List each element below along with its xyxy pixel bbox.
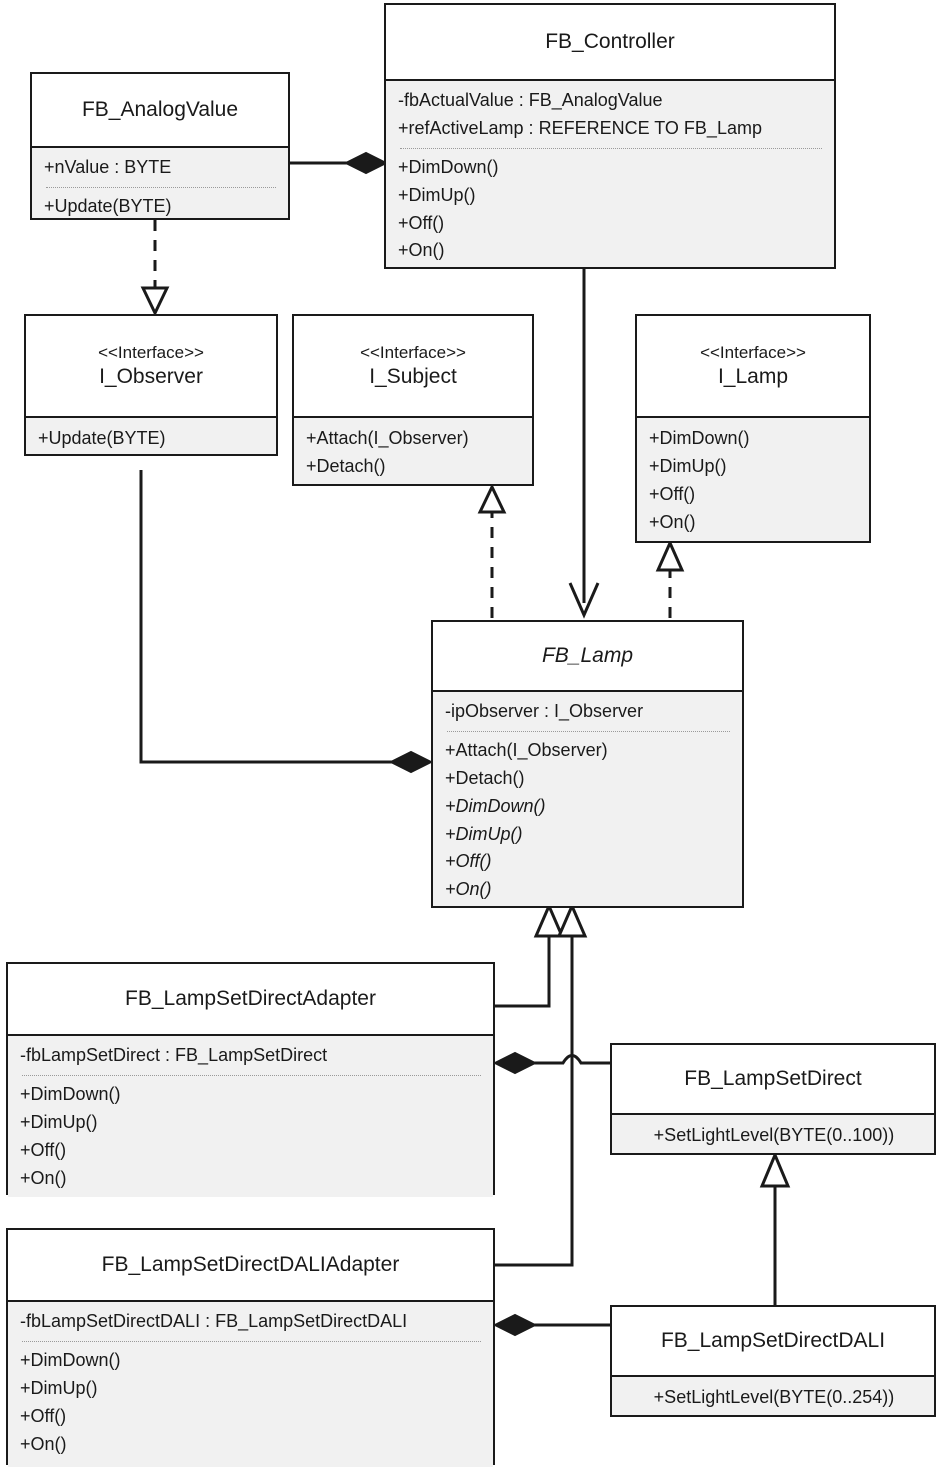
class-header-fb-lampsetdirect: FB_LampSetDirect — [612, 1045, 934, 1113]
member-divider — [400, 147, 822, 149]
edge-controller-lamp-association — [568, 269, 600, 619]
operation-row: +DimDown() — [20, 1083, 121, 1104]
edge-setdirectdali-daliadapter-composition — [492, 1313, 611, 1337]
stereotype-label: <<Interface>> — [98, 342, 204, 362]
operation-row: +Attach(I_Observer) — [445, 739, 608, 760]
class-members-fb-lampsetdirectadapter: -fbLampSetDirect : FB_LampSetDirect +Dim… — [8, 1034, 493, 1197]
edge-setdirectadapter-lamp-generalization — [495, 902, 565, 1008]
class-box-i-observer[interactable]: <<Interface>> I_Observer +Update(BYTE) — [24, 314, 278, 456]
class-members-fb-lamp: -ipObserver : I_Observer +Attach(I_Obser… — [433, 690, 742, 906]
attribute-row: -fbLampSetDirect : FB_LampSetDirect — [20, 1045, 328, 1065]
edge-lamp-ilamp-realization — [655, 539, 685, 618]
class-members-i-lamp: +DimDown() +DimUp() +Off() +On() — [637, 416, 869, 541]
attribute-row: -fbActualValue : FB_AnalogValue — [398, 90, 663, 110]
stereotype-label: <<Interface>> — [700, 342, 806, 362]
class-box-fb-lampsetdirectdaliadapter[interactable]: FB_LampSetDirectDALIAdapter -fbLampSetDi… — [6, 1228, 495, 1467]
class-members-fb-lampsetdirectdali: +SetLightLevel(BYTE(0..254)) — [612, 1375, 934, 1415]
operation-row: +Off() — [398, 212, 445, 233]
member-divider — [447, 730, 730, 732]
class-header-fb-lampsetdirectdaliadapter: FB_LampSetDirectDALIAdapter — [8, 1230, 493, 1300]
attribute-row: +refActiveLamp : REFERENCE TO FB_Lamp — [398, 117, 762, 138]
member-divider — [22, 1074, 481, 1076]
operation-row: +On() — [20, 1433, 67, 1454]
operation-row: +SetLightLevel(BYTE(0..254)) — [653, 1387, 895, 1407]
class-header-i-subject: <<Interface>> I_Subject — [294, 316, 532, 416]
edge-setdirect-adapter-composition — [492, 1051, 611, 1075]
operation-row: +Off() — [445, 851, 492, 872]
class-members-i-subject: +Attach(I_Observer) +Detach() — [294, 416, 532, 484]
class-box-fb-lampsetdirectdali[interactable]: FB_LampSetDirectDALI +SetLightLevel(BYTE… — [610, 1305, 936, 1417]
class-header-fb-lampsetdirectadapter: FB_LampSetDirectAdapter — [8, 964, 493, 1034]
class-header-i-observer: <<Interface>> I_Observer — [26, 316, 276, 416]
operation-row: +DimDown() — [398, 156, 499, 177]
class-members-fb-controller: -fbActualValue : FB_AnalogValue +refActi… — [386, 79, 834, 267]
class-members-fb-lampsetdirect: +SetLightLevel(BYTE(0..100)) — [612, 1113, 934, 1153]
edge-analogvalue-iobserver-realization — [140, 220, 170, 317]
class-box-i-lamp[interactable]: <<Interface>> I_Lamp +DimDown() +DimUp()… — [635, 314, 871, 543]
stereotype-label: <<Interface>> — [360, 342, 466, 362]
operation-row: +DimUp() — [398, 184, 476, 205]
operation-row: +Update(BYTE) — [38, 428, 166, 448]
class-members-fb-analogvalue: +nValue : BYTE +Update(BYTE) — [32, 146, 288, 218]
class-title: I_Observer — [99, 364, 203, 388]
operation-row: +On() — [398, 240, 445, 261]
operation-row: +Update(BYTE) — [44, 195, 172, 216]
class-box-fb-lampsetdirect[interactable]: FB_LampSetDirect +SetLightLevel(BYTE(0..… — [610, 1043, 936, 1155]
operation-row: +On() — [649, 511, 696, 532]
edge-setdirectdaliadapter-lamp-generalization — [495, 902, 588, 1267]
operation-row: +Attach(I_Observer) — [306, 428, 469, 448]
edge-iobserver-lamp-composition — [139, 470, 434, 774]
attribute-row: -fbLampSetDirectDALI : FB_LampSetDirectD… — [20, 1311, 408, 1331]
class-header-i-lamp: <<Interface>> I_Lamp — [637, 316, 869, 416]
operation-row: +Off() — [20, 1405, 67, 1426]
class-header-fb-controller: FB_Controller — [386, 5, 834, 79]
class-title: I_Subject — [369, 364, 457, 388]
class-title: I_Lamp — [717, 364, 789, 388]
class-header-fb-lamp: FB_Lamp — [433, 622, 742, 690]
operation-row: +SetLightLevel(BYTE(0..100)) — [653, 1125, 895, 1145]
class-members-i-observer: +Update(BYTE) — [26, 416, 276, 454]
edge-lamp-isubject-realization — [477, 483, 507, 618]
class-box-i-subject[interactable]: <<Interface>> I_Subject +Attach(I_Observ… — [292, 314, 534, 486]
class-box-fb-lampsetdirectadapter[interactable]: FB_LampSetDirectAdapter -fbLampSetDirect… — [6, 962, 495, 1197]
class-title: FB_LampSetDirect — [684, 1067, 862, 1091]
class-title: FB_AnalogValue — [81, 98, 239, 122]
operation-row: +DimUp() — [445, 823, 523, 844]
member-divider — [46, 186, 276, 188]
edge-analogvalue-controller-composition — [290, 151, 389, 175]
class-box-fb-analogvalue[interactable]: FB_AnalogValue +nValue : BYTE +Update(BY… — [30, 72, 290, 220]
class-members-fb-lampsetdirectdaliadapter: -fbLampSetDirectDALI : FB_LampSetDirectD… — [8, 1300, 493, 1467]
class-box-fb-lamp[interactable]: FB_Lamp -ipObserver : I_Observer +Attach… — [431, 620, 744, 908]
attribute-row: +nValue : BYTE — [44, 157, 172, 177]
edge-setdirectdali-setdirect-generalization — [759, 1151, 791, 1305]
operation-row: +DimUp() — [649, 455, 727, 476]
class-header-fb-lampsetdirectdali: FB_LampSetDirectDALI — [612, 1307, 934, 1375]
operation-row: +DimDown() — [445, 795, 546, 816]
operation-row: +DimDown() — [20, 1349, 121, 1370]
member-divider — [22, 1340, 481, 1342]
operation-row: +Off() — [20, 1139, 67, 1160]
class-box-fb-controller[interactable]: FB_Controller -fbActualValue : FB_Analog… — [384, 3, 836, 269]
class-title: FB_LampSetDirectAdapter — [125, 987, 376, 1011]
operation-row: +Detach() — [306, 455, 386, 476]
class-header-fb-analogvalue: FB_AnalogValue — [32, 74, 288, 146]
operation-row: +DimDown() — [649, 428, 750, 448]
class-title: FB_LampSetDirectDALIAdapter — [101, 1253, 400, 1277]
operation-row: +Detach() — [445, 767, 525, 788]
operation-row: +DimUp() — [20, 1377, 98, 1398]
class-title: FB_Controller — [545, 30, 675, 54]
operation-row: +On() — [445, 879, 492, 900]
operation-row: +On() — [20, 1167, 67, 1188]
attribute-row: -ipObserver : I_Observer — [445, 701, 644, 721]
class-title: FB_Lamp — [541, 644, 634, 668]
class-title: FB_LampSetDirectDALI — [660, 1329, 886, 1353]
operation-row: +DimUp() — [20, 1111, 98, 1132]
operation-row: +Off() — [649, 483, 696, 504]
